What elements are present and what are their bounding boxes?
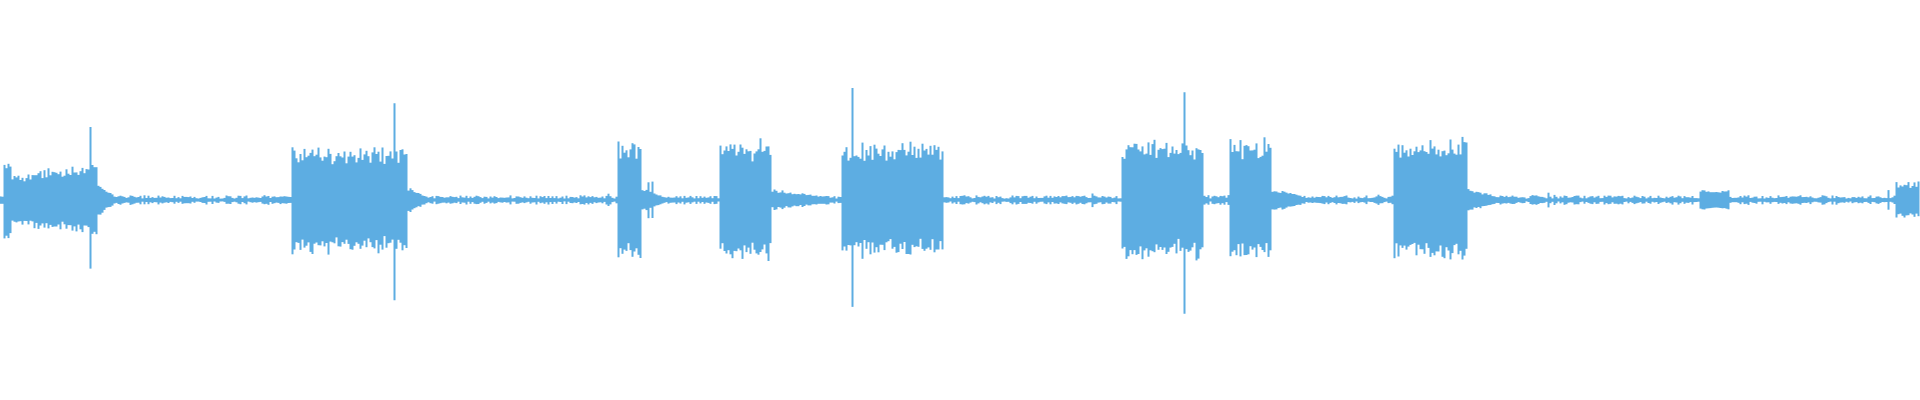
waveform-bars [0, 88, 1920, 314]
